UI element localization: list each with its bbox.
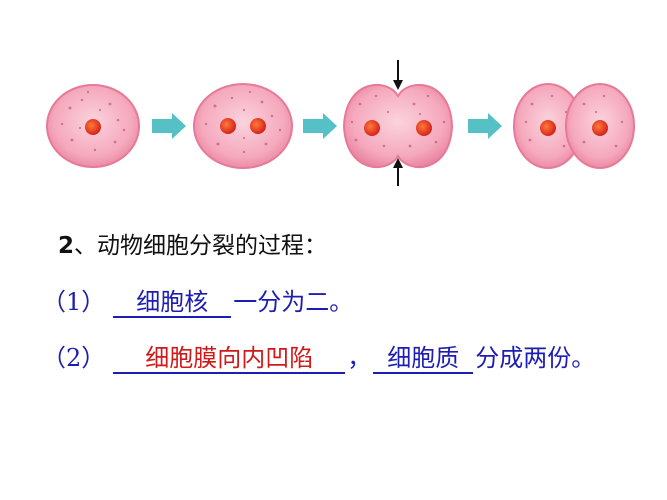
arrow-icon bbox=[152, 113, 186, 139]
nucleus bbox=[250, 118, 266, 134]
stage-3-cell bbox=[342, 83, 454, 169]
step-1-suffix: 一分为二。 bbox=[233, 288, 354, 316]
arrow-up-icon bbox=[393, 158, 403, 186]
nucleus bbox=[540, 120, 556, 136]
section-heading: 2、动物细胞分裂的过程： bbox=[58, 231, 327, 261]
step-2-suffix: 分成两份。 bbox=[475, 344, 596, 372]
step-2-answer-1: 细胞膜向内凹陷 bbox=[113, 344, 346, 374]
step-1-answer: 细胞核 bbox=[113, 288, 232, 318]
heading-text: 、动物细胞分裂的过程： bbox=[74, 233, 328, 259]
step-2-label: （2） bbox=[42, 344, 106, 372]
step-1-label: （1） bbox=[42, 288, 106, 316]
nucleus bbox=[364, 120, 380, 136]
step-1: （1）细胞核一分为二。 bbox=[42, 287, 353, 318]
step-2-answer-2: 细胞质 bbox=[373, 344, 474, 374]
arrow-icon bbox=[303, 113, 337, 139]
nucleus bbox=[220, 118, 236, 134]
nucleus bbox=[416, 120, 432, 136]
stage-4-cells bbox=[513, 83, 635, 169]
arrow-down-icon bbox=[393, 60, 403, 90]
arrow-icon bbox=[468, 113, 502, 139]
cell-division-diagram bbox=[46, 60, 635, 186]
step-2-separator: ， bbox=[347, 344, 372, 372]
nucleus bbox=[85, 119, 101, 135]
heading-number: 2 bbox=[58, 233, 75, 259]
stage-2-cell bbox=[193, 83, 293, 169]
nucleus bbox=[592, 120, 608, 136]
step-2: （2）细胞膜向内凹陷，细胞质分成两份。 bbox=[42, 343, 595, 374]
stage-1-cell bbox=[46, 84, 140, 168]
